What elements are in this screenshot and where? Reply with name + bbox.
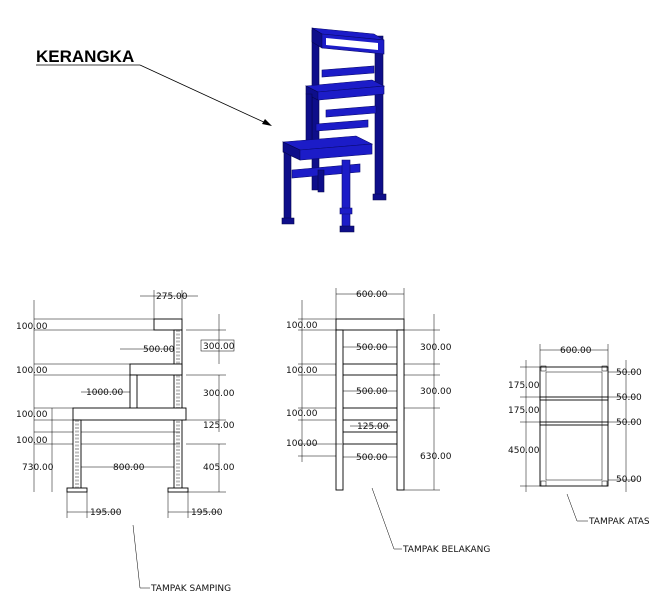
- back-dim-h2: 100.00: [286, 366, 318, 376]
- back-dim-inner2: 500.00: [356, 387, 388, 397]
- back-dim-width: 600.00: [356, 290, 388, 300]
- top-view-label: TAMPAK ATAS: [588, 517, 650, 527]
- side-dim-step2-rise: 300.00: [203, 389, 235, 399]
- top-dim-d1: 175.00: [508, 381, 540, 391]
- side-dim-top-width: 275.00: [156, 292, 188, 302]
- top-dim-d3: 450.00: [508, 446, 540, 456]
- back-dim-inner1: 500.00: [356, 343, 388, 353]
- frame-isometric: [281, 27, 387, 233]
- back-dim-h4: 100.00: [286, 439, 318, 449]
- side-dim-h2: 100.00: [16, 366, 48, 376]
- back-dim-rise1: 300.00: [420, 343, 452, 353]
- side-dim-foot-right: 195.00: [191, 508, 223, 518]
- back-dim-leg: 630.00: [420, 452, 452, 462]
- side-dim-step1-rise: 300.00: [203, 342, 235, 352]
- top-view: 600.00 175.00 175.00 450.00 50.00 50.00 …: [508, 344, 650, 527]
- side-dim-total-height: 730.00: [22, 463, 54, 473]
- side-dim-base-span: 800.00: [113, 463, 145, 473]
- side-view-label: TAMPAK SAMPING: [150, 584, 231, 594]
- side-dim-step2-depth: 1000.00: [86, 388, 123, 398]
- side-dim-h4: 100.00: [16, 436, 48, 446]
- back-view-label: TAMPAK BELAKANG: [402, 545, 490, 555]
- side-view: 100.00 100.00 100.00 100.00 730.00 275.0…: [16, 290, 235, 594]
- side-dim-step1-depth: 500.00: [143, 345, 175, 355]
- side-dim-foot-left: 195.00: [90, 508, 122, 518]
- drawing-title: KERANGKA: [36, 47, 134, 66]
- top-dim-r2: 50.00: [616, 393, 642, 403]
- back-dim-h3: 100.00: [286, 409, 318, 419]
- title-leader-arrow: [262, 119, 272, 126]
- title-leader: [139, 64, 269, 125]
- side-dim-seat-gap: 125.00: [203, 421, 235, 431]
- back-dim-rise2: 300.00: [420, 387, 452, 397]
- back-dim-h1: 100.00: [286, 321, 318, 331]
- top-dim-width: 600.00: [560, 346, 592, 356]
- side-dim-h1: 100.00: [16, 322, 48, 332]
- top-dim-d2: 175.00: [508, 406, 540, 416]
- side-dim-h3: 100.00: [16, 410, 48, 420]
- side-dim-leg-height: 405.00: [203, 463, 235, 473]
- back-dim-inner3: 500.00: [356, 453, 388, 463]
- back-view: 100.00 100.00 100.00 100.00 600.00 500.0…: [286, 288, 490, 555]
- back-dim-gap: 125.00: [357, 422, 389, 432]
- top-dim-r4: 50.00: [616, 475, 642, 485]
- top-dim-r3: 50.00: [616, 418, 642, 428]
- top-dim-r1: 50.00: [616, 368, 642, 378]
